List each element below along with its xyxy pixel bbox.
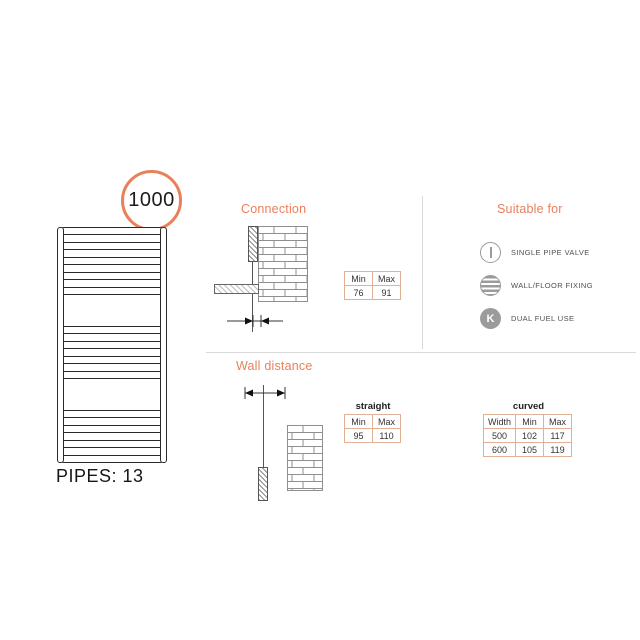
pipe-section-icon bbox=[248, 226, 258, 262]
straight-table: Min Max 95 110 bbox=[344, 414, 401, 443]
curved-table-header-row: Width Min Max bbox=[482, 414, 573, 429]
pipes-count-label: PIPES: 13 bbox=[56, 466, 144, 486]
connection-diagram bbox=[205, 225, 340, 343]
radiator-rail-right bbox=[160, 227, 167, 463]
curved-cell: 500 bbox=[482, 428, 517, 443]
wall-bracket-icon bbox=[214, 284, 259, 294]
valve-bar bbox=[489, 247, 492, 258]
dual-fuel-icon: K bbox=[480, 308, 501, 329]
height-badge-value: 1000 bbox=[128, 189, 175, 211]
connection-table-value-row: 76 91 bbox=[344, 285, 401, 300]
radiator-rung bbox=[60, 227, 164, 235]
wall-floor-fixing-icon bbox=[480, 275, 501, 296]
suitable-for-list: SINGLE PIPE VALVE WALL/FLOOR FIXING K DU… bbox=[480, 242, 593, 329]
brick-wall-icon bbox=[287, 425, 323, 491]
suitable-item-label: DUAL FUEL USE bbox=[511, 314, 575, 323]
suitable-item-single-pipe-valve: SINGLE PIPE VALVE bbox=[480, 242, 593, 263]
curved-header-min: Min bbox=[515, 414, 545, 429]
radiator-rung bbox=[60, 272, 164, 280]
radiator-rung bbox=[60, 371, 164, 379]
radiator-rail-left bbox=[57, 227, 64, 463]
radiator-rung bbox=[60, 440, 164, 448]
radiator-rung bbox=[60, 287, 164, 295]
curved-header-max: Max bbox=[543, 414, 573, 429]
suitable-item-label: SINGLE PIPE VALVE bbox=[511, 248, 590, 257]
horizontal-divider bbox=[206, 352, 636, 353]
radiator-rungs bbox=[57, 227, 167, 463]
wall-distance-line bbox=[263, 385, 264, 501]
connection-value-min: 76 bbox=[344, 285, 373, 300]
single-pipe-valve-icon bbox=[480, 242, 501, 263]
pipe-centre-line bbox=[252, 226, 253, 332]
height-badge: 1000 bbox=[121, 170, 182, 231]
radiator-rung bbox=[60, 257, 164, 265]
connection-section-title: Connection bbox=[241, 202, 307, 216]
wall-distance-diagram bbox=[235, 383, 335, 505]
suitable-item-wall-floor-fixing: WALL/FLOOR FIXING bbox=[480, 275, 593, 296]
straight-value-max: 110 bbox=[372, 428, 401, 443]
radiator-rung bbox=[60, 425, 164, 433]
curved-cell: 105 bbox=[515, 442, 545, 457]
straight-table-header-row: Min Max bbox=[344, 414, 401, 429]
connection-value-max: 91 bbox=[372, 285, 401, 300]
straight-value-min: 95 bbox=[344, 428, 373, 443]
radiator-rung bbox=[60, 242, 164, 250]
connection-header-max: Max bbox=[372, 271, 401, 286]
suitable-for-title: Suitable for bbox=[497, 202, 563, 216]
curved-table-label: curved bbox=[512, 401, 545, 412]
curved-cell: 102 bbox=[515, 428, 545, 443]
curved-table: Width Min Max 500 102 117 600 105 119 bbox=[482, 414, 573, 457]
curved-header-width: Width bbox=[482, 414, 517, 429]
radiator-diagram bbox=[57, 227, 167, 463]
radiator-rung bbox=[60, 455, 164, 463]
radiator-rung bbox=[60, 356, 164, 364]
brick-wall-icon bbox=[258, 226, 308, 302]
connection-minmax-table: Min Max 76 91 bbox=[344, 271, 401, 300]
curved-table-row: 600 105 119 bbox=[482, 442, 573, 457]
curved-cell: 600 bbox=[482, 442, 517, 457]
curved-cell: 119 bbox=[543, 442, 573, 457]
connection-table-header-row: Min Max bbox=[344, 271, 401, 286]
wall-distance-title: Wall distance bbox=[236, 359, 313, 373]
pipe-section-icon bbox=[258, 467, 268, 501]
straight-header-min: Min bbox=[344, 414, 373, 429]
connection-header-min: Min bbox=[344, 271, 373, 286]
straight-table-value-row: 95 110 bbox=[344, 428, 401, 443]
straight-table-label: straight bbox=[355, 401, 391, 412]
radiator-rung bbox=[60, 410, 164, 418]
straight-header-max: Max bbox=[372, 414, 401, 429]
suitable-item-label: WALL/FLOOR FIXING bbox=[511, 281, 593, 290]
radiator-rung bbox=[60, 341, 164, 349]
vertical-divider bbox=[422, 196, 423, 349]
dimension-arrows-icon bbox=[244, 387, 286, 399]
dimension-arrows-icon bbox=[227, 315, 283, 327]
suitable-item-dual-fuel: K DUAL FUEL USE bbox=[480, 308, 593, 329]
curved-cell: 117 bbox=[543, 428, 573, 443]
radiator-rung bbox=[60, 326, 164, 334]
curved-table-row: 500 102 117 bbox=[482, 428, 573, 443]
